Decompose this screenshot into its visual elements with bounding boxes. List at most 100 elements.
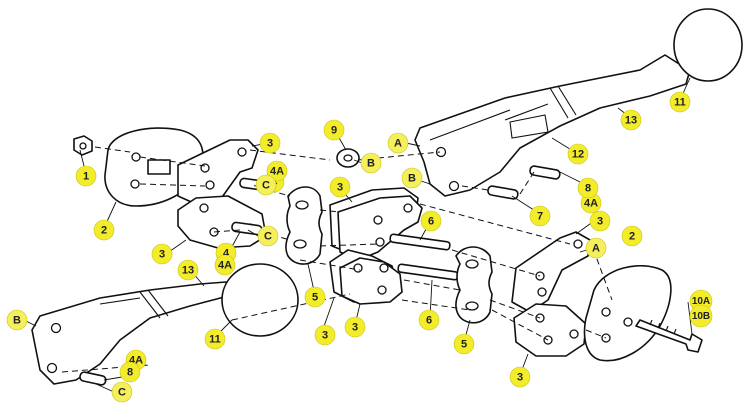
pin-center-upper (389, 233, 451, 251)
callout-4a-c4Aa: 4A (266, 160, 288, 182)
callout-2-c2a: 2 (93, 219, 115, 241)
callout-label: B (367, 158, 375, 170)
callout-marker (151, 243, 173, 265)
callout-2-c2b: 2 (621, 225, 643, 247)
callout-b-cBc: B (6, 309, 28, 331)
callout-layer: 1223333333444A4A4A4A5566788910A10B111112… (6, 91, 713, 403)
callout-label: 12 (572, 149, 584, 161)
callout-marker (329, 176, 351, 198)
callout-label: A (394, 138, 402, 150)
callout-marker (214, 254, 236, 276)
callout-marker (577, 177, 599, 199)
callout-8-c8b: 8 (119, 361, 141, 383)
callout-12-c12: 12 (567, 143, 589, 165)
interlock-left (285, 186, 323, 265)
callout-3-c3b: 3 (151, 243, 173, 265)
callout-label: 3 (322, 330, 328, 342)
callout-label: 4A (218, 260, 232, 272)
callout-3-c3d: 3 (589, 210, 611, 232)
callout-marker (304, 286, 326, 308)
callout-10b-c10B: 10B (689, 304, 713, 328)
callout-label: 10A (692, 296, 710, 307)
callout-3-c3a: 3 (259, 132, 281, 154)
callout-marker (323, 119, 345, 141)
callout-label: 1 (83, 171, 89, 183)
center-plates-lower (329, 249, 403, 305)
callout-label: 4 (223, 248, 230, 260)
callout-label: 3 (517, 372, 523, 384)
callout-5-c5b: 5 (453, 333, 475, 355)
callout-marker (401, 167, 423, 189)
assembly-guide-lines (61, 146, 613, 373)
callout-label: 3 (159, 249, 165, 261)
callout-label: C (118, 387, 126, 399)
callout-13-c13b: 13 (177, 259, 199, 281)
callout-marker (119, 361, 141, 383)
callout-marker (418, 309, 440, 331)
callout-c-cCb: C (257, 225, 279, 247)
callout-b-cBb: B (401, 167, 423, 189)
bolt-10 (635, 319, 703, 353)
washer-9 (336, 148, 360, 168)
callout-marker (387, 132, 409, 154)
callout-marker (344, 316, 366, 338)
callout-marker (621, 225, 643, 247)
callout-marker (509, 366, 531, 388)
callout-marker (204, 328, 226, 350)
callout-marker (93, 219, 115, 241)
callout-marker (360, 152, 382, 174)
callout-label: 7 (537, 211, 543, 223)
callout-13-c13a: 13 (620, 109, 642, 131)
callout-label: A (592, 243, 600, 255)
callout-label: 3 (337, 182, 343, 194)
callout-6-c6a: 6 (420, 210, 442, 232)
callout-11-c11b: 11 (204, 328, 226, 350)
callout-label: 3 (597, 216, 603, 228)
callout-marker (314, 324, 336, 346)
callout-label: 8 (127, 367, 133, 379)
callout-3-c3g: 3 (509, 366, 531, 388)
pin-center-lower (397, 263, 459, 281)
right-end-plate (583, 264, 672, 362)
callout-a-cAb: A (585, 237, 607, 259)
callout-marker (585, 237, 607, 259)
callout-label: 6 (426, 315, 432, 327)
callout-label: C (262, 180, 270, 192)
callout-label: 11 (674, 97, 686, 109)
callout-marker (6, 309, 28, 331)
callout-label: 5 (312, 292, 318, 304)
callout-marker (620, 109, 642, 131)
callout-marker (255, 174, 277, 196)
callout-3-c3e: 3 (314, 324, 336, 346)
callout-b-cBa: B (360, 152, 382, 174)
callout-label: 5 (461, 339, 467, 351)
callout-7-c7: 7 (529, 205, 551, 227)
callout-marker (266, 160, 288, 182)
callout-marker (589, 210, 611, 232)
right-detent-plate-lower (513, 303, 587, 357)
callout-3-c3f: 3 (344, 316, 366, 338)
interlock-right (455, 246, 493, 324)
callout-label: 10B (692, 311, 710, 322)
callout-label: 4A (584, 198, 598, 210)
lower-pin-8 (79, 371, 107, 386)
callout-label: 4A (270, 166, 284, 178)
callout-label: 13 (182, 265, 194, 277)
left-detent-plate-lower (177, 195, 267, 249)
callout-marker (259, 132, 281, 154)
center-plates-upper (329, 187, 423, 261)
callout-c-cCa: C (255, 174, 277, 196)
callout-3-c3c: 3 (329, 176, 351, 198)
lower-shift-lever (31, 281, 229, 385)
callout-marker (75, 165, 97, 187)
callout-marker (453, 333, 475, 355)
callout-label: B (13, 315, 21, 327)
callout-label: 2 (629, 231, 635, 243)
callout-marker (177, 259, 199, 281)
callout-5-c5a: 5 (304, 286, 326, 308)
upper-pin-7 (487, 185, 519, 200)
callout-11-c11a: 11 (669, 91, 691, 113)
nut-1 (73, 135, 93, 156)
